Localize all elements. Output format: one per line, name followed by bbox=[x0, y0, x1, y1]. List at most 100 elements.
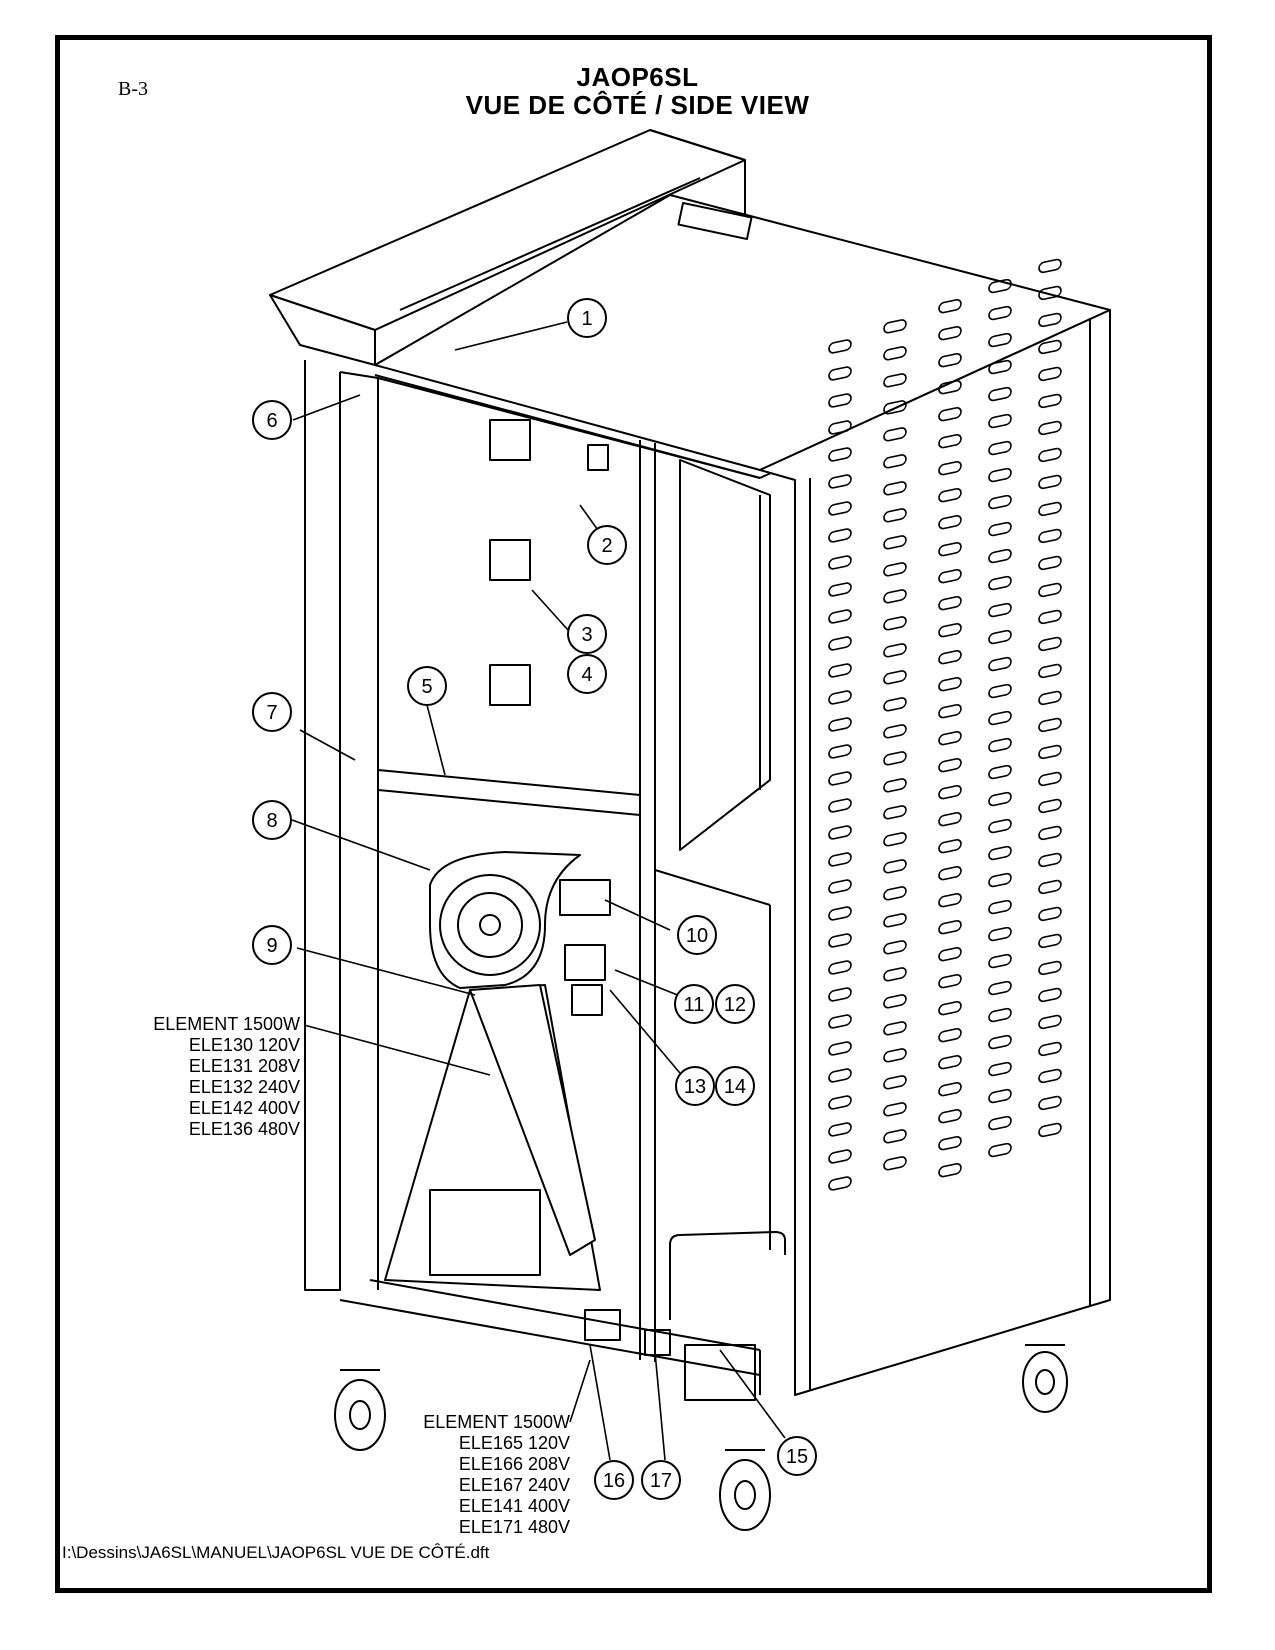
louver-slot bbox=[828, 879, 852, 894]
lower-element-model: ELE165 120V bbox=[458, 1433, 570, 1453]
louver-slot bbox=[938, 1135, 962, 1151]
callout-6: 6 bbox=[252, 400, 292, 440]
louver-slot bbox=[1038, 987, 1062, 1003]
louver-slot bbox=[828, 501, 852, 516]
louver-slot bbox=[988, 845, 1012, 861]
louver-slot bbox=[988, 683, 1012, 699]
louver-slot bbox=[883, 616, 907, 631]
callout-number: 11 bbox=[684, 994, 705, 1016]
lower-element-model: ELE167 240V bbox=[458, 1475, 570, 1495]
louver-slot bbox=[988, 359, 1012, 375]
louver-slot bbox=[883, 427, 907, 442]
louver-slot bbox=[883, 832, 907, 847]
louver-slot bbox=[1038, 1095, 1062, 1111]
lower-element-model: ELE141 400V bbox=[458, 1496, 570, 1516]
louver-slot bbox=[1038, 501, 1062, 517]
louver-slot bbox=[988, 278, 1012, 294]
louver-slot bbox=[1038, 312, 1062, 328]
louver-slot bbox=[938, 352, 962, 368]
louver-slot bbox=[883, 1129, 907, 1144]
callout-number: 14 bbox=[724, 1076, 746, 1098]
callout-10: 10 bbox=[677, 915, 717, 955]
louver-slot bbox=[828, 636, 852, 651]
callout-number: 3 bbox=[581, 624, 592, 646]
louver-slot bbox=[988, 980, 1012, 996]
callout-9: 9 bbox=[252, 925, 292, 965]
callout-number: 10 bbox=[686, 925, 708, 947]
louver-slot bbox=[938, 595, 962, 611]
drawing-frame bbox=[55, 35, 1212, 1593]
lower-element-model: ELE166 208V bbox=[458, 1454, 570, 1474]
louver-slot bbox=[883, 994, 907, 1009]
louver-slot bbox=[828, 609, 852, 624]
callout-1: 1 bbox=[567, 298, 607, 338]
element-housing bbox=[384, 984, 601, 1291]
callout-number: 17 bbox=[650, 1470, 672, 1492]
louver-slot bbox=[883, 1156, 907, 1171]
callout-number: 1 bbox=[581, 308, 592, 330]
louver-slot bbox=[828, 1122, 852, 1137]
louver-slot bbox=[828, 852, 852, 867]
louver-slot bbox=[988, 926, 1012, 942]
louver-slot bbox=[828, 393, 852, 408]
louver-slot bbox=[883, 400, 907, 415]
louver-slot bbox=[1038, 474, 1062, 490]
louver-slot bbox=[1038, 366, 1062, 382]
louver-slot bbox=[1038, 528, 1062, 544]
louver-slot bbox=[828, 771, 852, 786]
louver-slot bbox=[828, 717, 852, 732]
louver-slot bbox=[988, 872, 1012, 888]
louver-slot bbox=[988, 710, 1012, 726]
callout-number: 15 bbox=[786, 1446, 808, 1468]
louver-slot bbox=[828, 1176, 852, 1191]
louver-slot bbox=[1038, 1014, 1062, 1030]
leader-lines bbox=[291, 321, 786, 1461]
louver-slot bbox=[938, 622, 962, 638]
louver-slot bbox=[883, 913, 907, 928]
upper-element-model: ELE142 400V bbox=[188, 1098, 300, 1118]
upper-element-model: ELE132 240V bbox=[188, 1077, 300, 1097]
louver-slot bbox=[1038, 663, 1062, 679]
louver-slot bbox=[1038, 960, 1062, 976]
louver-slot bbox=[828, 1095, 852, 1110]
louver-slot bbox=[988, 305, 1012, 321]
louver-slot bbox=[1038, 1041, 1062, 1057]
louver-slot bbox=[883, 454, 907, 469]
callout-number: 13 bbox=[684, 1076, 706, 1098]
louver-slot bbox=[1038, 555, 1062, 571]
right-side-panel bbox=[759, 309, 1111, 1396]
callout-4: 4 bbox=[567, 654, 607, 694]
louver-slot bbox=[1038, 690, 1062, 706]
louver-slot bbox=[988, 386, 1012, 402]
louver-slot bbox=[988, 494, 1012, 510]
louver-slot bbox=[883, 589, 907, 604]
louver-slot bbox=[938, 703, 962, 719]
callout-2: 2 bbox=[587, 525, 627, 565]
callout-7: 7 bbox=[252, 692, 292, 732]
louver-slot bbox=[988, 629, 1012, 645]
upper-element-model: ELE130 120V bbox=[188, 1035, 300, 1055]
louver-slot bbox=[883, 1102, 907, 1117]
upper-panel bbox=[377, 419, 641, 816]
louver-slot bbox=[938, 433, 962, 449]
louver-slot bbox=[938, 811, 962, 827]
side-louvers bbox=[828, 258, 1062, 1191]
louver-slot bbox=[988, 467, 1012, 483]
upper-element-model: ELE136 480V bbox=[188, 1119, 300, 1139]
louver-slot bbox=[938, 460, 962, 476]
louver-slot bbox=[938, 406, 962, 422]
louver-slot bbox=[883, 859, 907, 874]
louver-slot bbox=[988, 1061, 1012, 1077]
contactors bbox=[559, 879, 611, 1016]
louver-slot bbox=[938, 1000, 962, 1016]
louver-slot bbox=[1038, 852, 1062, 868]
louver-slot bbox=[828, 582, 852, 597]
louver-slot bbox=[828, 1041, 852, 1056]
callout-number: 8 bbox=[266, 810, 277, 832]
lower-element-label: ELEMENT 1500W ELE165 120V ELE166 208V EL… bbox=[360, 1412, 570, 1538]
louver-slot bbox=[883, 778, 907, 793]
louver-slot bbox=[883, 886, 907, 901]
louver-slot bbox=[1038, 636, 1062, 652]
